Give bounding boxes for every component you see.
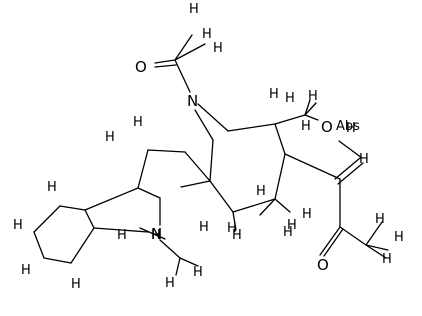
hydrogen-label-6: H — [285, 91, 295, 106]
bond-45 — [274, 198, 291, 213]
hydrogen-label-23: H — [117, 228, 127, 243]
bond-6 — [197, 103, 229, 132]
bond-20 — [304, 99, 311, 116]
hydrogen-label-4: H — [105, 130, 115, 145]
hydrogen-label-20: H — [165, 276, 175, 291]
hydrogen-label-1: H — [202, 27, 212, 42]
bond-16 — [274, 153, 286, 200]
hydrogen-label-16: H — [47, 180, 57, 195]
bond-31 — [365, 244, 387, 259]
hydrogen-label-3: H — [133, 115, 143, 130]
hydrogen-label-11: H — [283, 225, 293, 240]
hydrogen-label-18: H — [21, 263, 31, 278]
bond-28 — [339, 226, 367, 246]
bond-46 — [259, 198, 276, 216]
bond-12 — [180, 180, 211, 188]
bond-40 — [93, 227, 149, 233]
hydrogen-label-5: H — [269, 87, 279, 102]
bond-19 — [304, 114, 319, 121]
bond-48 — [304, 102, 317, 116]
bond-26 — [319, 226, 341, 256]
bond-4 — [174, 59, 191, 93]
hydrogen-label-24: H — [256, 184, 266, 199]
hydrogen-label-27: H — [346, 121, 356, 136]
bond-23 — [334, 157, 361, 180]
bond-18 — [274, 114, 306, 125]
bond-36 — [33, 205, 61, 233]
bond-7 — [209, 139, 214, 182]
bond-8 — [184, 151, 211, 182]
bond-44 — [179, 257, 199, 267]
bonds — [33, 34, 389, 276]
hydrogen-label-8: H — [199, 220, 209, 235]
bond-15 — [274, 123, 286, 155]
hydrogen-label-0: H — [189, 2, 199, 17]
bridge-nitrogen-label: N — [187, 92, 198, 110]
bond-10 — [137, 149, 149, 189]
bond-14 — [227, 123, 276, 132]
hydrogen-label-22: H — [151, 228, 161, 243]
bond-30 — [365, 244, 389, 251]
bond-37 — [33, 231, 45, 259]
bond-41 — [139, 227, 166, 240]
bond-0 — [174, 34, 193, 61]
hydrogen-label-7: H — [308, 89, 318, 104]
acetyl-right-oxygen-label: O — [317, 256, 329, 274]
bond-35 — [59, 205, 86, 211]
bond-1 — [174, 43, 206, 61]
hydrogen-label-14: H — [394, 230, 404, 245]
bond-29 — [365, 221, 383, 246]
bond-39 — [70, 227, 95, 264]
bond-22 — [284, 153, 341, 180]
bond-42 — [159, 239, 181, 259]
hydrogen-label-25: H — [227, 221, 237, 236]
bond-17 — [232, 198, 276, 213]
bond-34 — [84, 209, 95, 229]
hydrogen-label-13: H — [375, 212, 385, 227]
indole-nitrogen-label: N — [151, 225, 162, 243]
hydrogen-label-21: H — [193, 265, 203, 280]
bond-21 — [338, 140, 363, 159]
bond-43 — [175, 257, 181, 276]
bond-47 — [232, 211, 237, 231]
bond-11 — [137, 187, 161, 199]
bond-24 — [337, 162, 364, 185]
bond-2 — [154, 59, 176, 64]
bond-38 — [43, 257, 72, 264]
ring-oxygen-label: O — [321, 118, 333, 136]
hydrogen-label-12: H — [359, 152, 369, 167]
bond-13 — [209, 180, 234, 213]
hydrogen-label-26: H — [287, 218, 297, 233]
bond-32 — [84, 187, 139, 211]
atom-labels: O N O Abs O N — [135, 58, 360, 274]
bond-9 — [147, 149, 186, 153]
acetyl-top-oxygen-label: O — [135, 58, 147, 76]
hydrogen-label-19: H — [71, 277, 81, 292]
bond-27 — [323, 228, 344, 257]
hydrogen-label-15: H — [382, 252, 392, 267]
hydrogen-label-9: H — [232, 228, 242, 243]
bond-5 — [194, 109, 214, 141]
hydrogen-label-28: H — [301, 119, 311, 134]
bond-3 — [154, 64, 177, 68]
hydrogen-label-17: H — [13, 218, 23, 233]
hydrogen-label-2: H — [213, 41, 223, 56]
hydrogen-label-10: H — [302, 207, 312, 222]
absolute-stereo-flag: Abs — [336, 119, 360, 134]
